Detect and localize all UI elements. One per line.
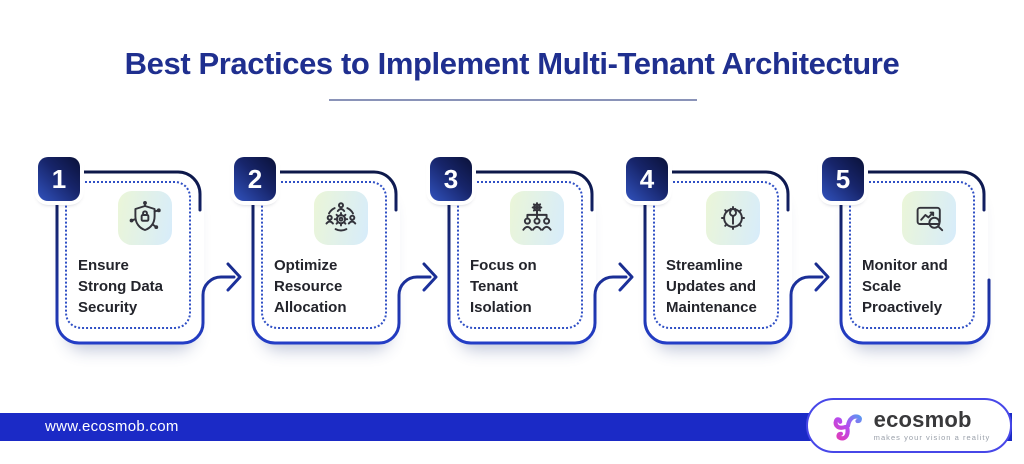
step-card-4: 4 Streamline Updates and Maintenance (626, 157, 796, 357)
monitor-magnifier-icon (916, 206, 944, 232)
step-card-3: 3 Focus on Tenant Isolation (430, 157, 600, 357)
resource-allocation-icon (325, 202, 357, 232)
maintenance-gear-icon (721, 206, 745, 230)
footer-website: www.ecosmob.com (45, 418, 179, 435)
brand-name: ecosmob (873, 407, 972, 432)
step-label: Focus on Tenant Isolation (470, 257, 537, 316)
step-number-badge: 4 (626, 157, 668, 201)
step-card-5: 5 Monitor and Scale Proactively (822, 157, 992, 357)
step-number: 4 (639, 163, 655, 194)
step-card-2: 2 Optimize Resource Allocation (234, 157, 404, 357)
step-number-badge: 3 (430, 157, 472, 201)
step-label: Optimize Resource Allocation (274, 257, 347, 316)
step-icon-tile (314, 191, 368, 245)
step-icon-tile (118, 191, 172, 245)
page-title: Best Practices to Implement Multi-Tenant… (124, 46, 900, 81)
step-number-badge: 5 (822, 157, 864, 201)
step-label: Monitor and Scale Proactively (862, 257, 948, 316)
step-number-badge: 2 (234, 157, 276, 201)
step-number: 1 (51, 163, 67, 194)
step-icon-tile (706, 191, 760, 245)
title-underline (329, 99, 697, 101)
step-card-1: 1 Ensure Strong Data Security (38, 157, 208, 357)
step-label: Ensure Strong Data Security (78, 257, 164, 316)
ecosmob-logo-icon (833, 413, 862, 440)
step-icon-tile (902, 191, 956, 245)
step-number-badge: 1 (38, 157, 80, 201)
step-number: 2 (247, 163, 263, 194)
step-label: Streamline Updates and Maintenance (666, 257, 757, 316)
brand-logo-pill: ecosmob makes your vision a reality (806, 398, 1012, 453)
step-number: 5 (835, 163, 851, 194)
step-icon-tile (510, 191, 564, 245)
shield-lock-icon (129, 200, 161, 231)
tenant-isolation-icon (522, 202, 552, 231)
brand-tagline: makes your vision a reality (873, 433, 991, 442)
step-number: 3 (443, 163, 459, 194)
